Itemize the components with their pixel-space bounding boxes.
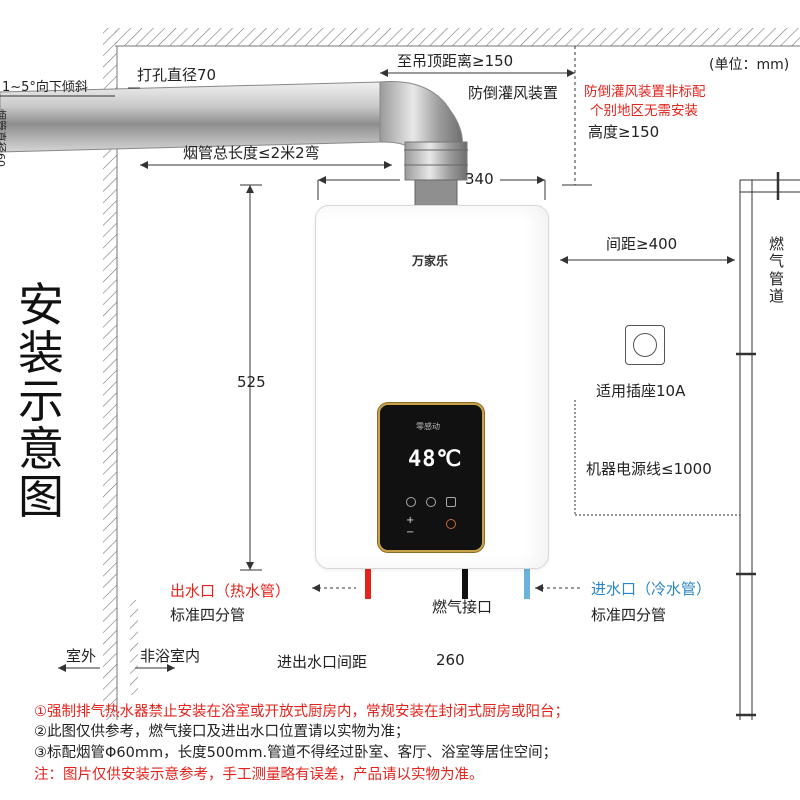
inlet-label: 进水口（冷水管） xyxy=(591,580,712,598)
control-panel: 零感动 48℃ + − xyxy=(380,405,482,550)
socket-label: 适用插座10A xyxy=(596,382,686,400)
outdoor-label: 室外 xyxy=(66,647,97,665)
mode-icon[interactable] xyxy=(426,497,436,507)
unit-label: (单位：mm) xyxy=(709,57,790,73)
note-2: ②此图仅供参考，燃气接口及进出水口位置请以实物为准； xyxy=(34,724,410,740)
note-4: 注：图片仅供安装示意参考，手工测量略有误差，产品请以实物为准。 xyxy=(34,767,484,783)
power-cord-label: 机器电源线≤1000 xyxy=(586,460,712,478)
minus-icon[interactable]: − xyxy=(406,527,415,538)
brand-logo: 万家乐 xyxy=(412,254,449,268)
width-dimension: 340 xyxy=(465,170,494,188)
anti-backdraft-note-2: 个别地区无需安装 xyxy=(590,103,698,119)
gas-pipe xyxy=(736,172,800,720)
floor-hatch xyxy=(130,600,138,695)
height-label: 高度≥150 xyxy=(588,123,660,141)
gas-pipe-label: 燃气管道 xyxy=(769,235,785,305)
socket-icon xyxy=(633,333,657,357)
outlet-label: 出水口（热水管） xyxy=(170,582,291,600)
hole-label: 打孔直径70 xyxy=(137,66,217,84)
anti-backdraft-label: 防倒灌风装置 xyxy=(468,84,559,102)
dimension-arrows xyxy=(58,69,735,672)
gas-inlet-label: 燃气接口 xyxy=(432,598,493,616)
anti-backdraft-note-1: 防倒灌风装置非标配 xyxy=(584,84,706,100)
flue-length-label: 烟管总长度≤2米2弯 xyxy=(183,144,320,162)
water-spacing-label: 进出水口间距 xyxy=(277,653,368,671)
hot-water-pipe xyxy=(365,567,371,599)
dimension-lines xyxy=(0,46,740,669)
power-socket xyxy=(625,325,665,365)
note-1: ①强制排气热水器禁止安装在浴室或开放式厨房内，常规安装在封闭式厨房或阳台； xyxy=(34,704,569,720)
gas-connector-pipe xyxy=(462,567,468,599)
title-char: 图 xyxy=(18,470,64,524)
tilt-label: 1~5°向下倾斜 xyxy=(2,80,88,95)
indoor-label: 非浴室内 xyxy=(140,647,201,665)
settings-icon[interactable] xyxy=(446,497,456,507)
ceiling-distance-label: 至吊顶距离≥150 xyxy=(397,52,514,70)
water-spacing-value: 260 xyxy=(436,651,465,669)
plus-icon[interactable]: + xyxy=(406,515,415,526)
power-icon[interactable] xyxy=(406,497,416,507)
cold-water-pipe xyxy=(524,567,530,599)
note-3: ③标配烟管Φ60mm，长度500mm.管道不得经过卧室、客厅、浴室等居住空间； xyxy=(34,745,558,761)
flue-diameter-label: 烟管直径60 xyxy=(0,109,7,167)
panel-brand: 零感动 xyxy=(416,422,440,431)
height-dimension: 525 xyxy=(237,373,266,391)
flame-icon[interactable] xyxy=(446,519,456,529)
title-char: 装 xyxy=(18,326,64,380)
title-char: 示 xyxy=(18,374,64,428)
outlet-sub-label: 标准四分管 xyxy=(170,606,246,624)
title-char: 安 xyxy=(18,278,64,332)
title-char: 意 xyxy=(18,422,64,476)
inlet-sub-label: 标准四分管 xyxy=(591,606,667,624)
spacing-label: 间距≥400 xyxy=(606,235,678,253)
connectors xyxy=(365,567,530,599)
flue-pipe xyxy=(0,81,468,207)
temperature-display: 48℃ xyxy=(408,447,463,472)
ceiling-wall xyxy=(115,28,800,47)
